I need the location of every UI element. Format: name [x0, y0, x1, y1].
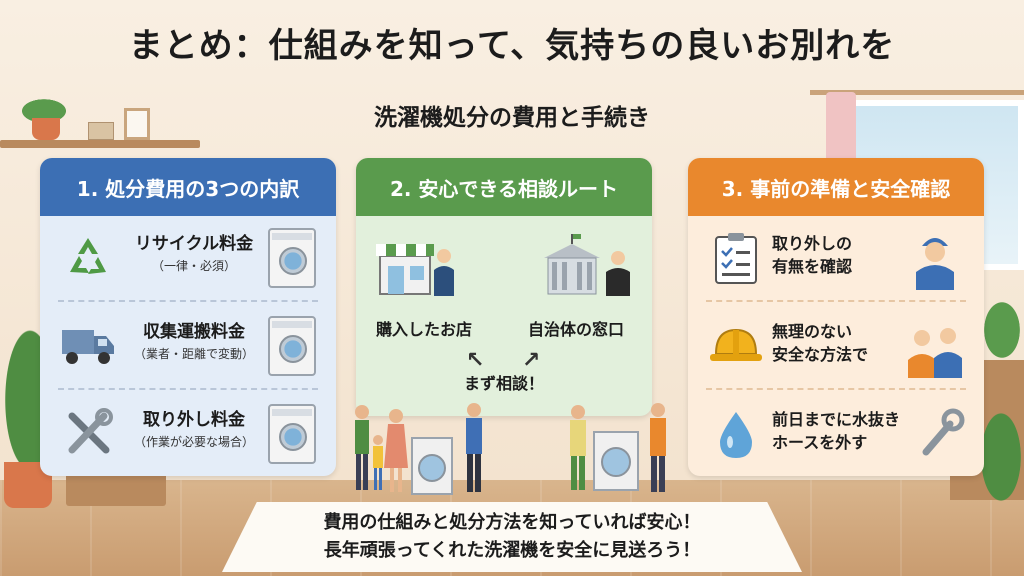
- wall-shelf: [0, 140, 200, 148]
- cost-row-recycle: リサイクル料金 （一律・必須）: [40, 216, 336, 300]
- cost-row-transport: 収集運搬料金 （業者・距離で変動）: [40, 304, 336, 388]
- city-office-label: 自治体の窓口: [528, 320, 625, 339]
- checklist-icon: [708, 230, 764, 286]
- prep-check-line2: 有無を確認: [772, 257, 853, 276]
- panel-consult-route: 2. 安心できる相談ルート: [356, 158, 652, 416]
- shelf-pot-icon: [32, 118, 60, 140]
- city-hall-icon: [540, 234, 630, 298]
- prep-drain-line1: 前日までに水抜き: [772, 410, 901, 429]
- prep-safety-line1: 無理のない: [772, 322, 853, 341]
- cost-recycle-title: リサイクル料金: [134, 234, 254, 254]
- truck-icon: [60, 318, 116, 374]
- divider: [58, 300, 318, 302]
- store-icon: [374, 234, 454, 298]
- tools-icon: [60, 406, 116, 462]
- cost-transport-note: （業者・距離で変動）: [133, 347, 254, 361]
- prep-safety-line2: 安全な方法で: [772, 345, 869, 364]
- page-subtitle: 洗濯機処分の費用と手続き: [374, 105, 650, 131]
- divider: [706, 300, 966, 302]
- washing-machine-icon: [268, 228, 316, 288]
- washing-machine-icon: [268, 316, 316, 376]
- arrow-up-right-icon: ↗: [522, 348, 541, 373]
- shelf-box-icon: [88, 122, 114, 140]
- divider: [58, 388, 318, 390]
- store-label: 購入したお店: [376, 320, 473, 339]
- plant-right-floor-icon: [978, 412, 1024, 502]
- helmet-icon: [708, 318, 764, 374]
- arrow-up-left-icon: ↖: [466, 348, 485, 373]
- worker-icon: [904, 228, 966, 290]
- wrench-icon: [916, 404, 966, 466]
- panel-cost-heading: 1. 処分費用の3つの内訳: [40, 158, 336, 216]
- movers-with-washer-illustration: [560, 398, 676, 498]
- consult-first-label: まず相談！: [463, 374, 544, 393]
- cost-removal-note: （作業が必要な場合）: [133, 435, 254, 449]
- panel-route-heading: 2. 安心できる相談ルート: [356, 158, 652, 216]
- family-with-washer-illustration: [346, 398, 496, 498]
- plant-right-icon: [980, 300, 1024, 360]
- cost-recycle-note: （一律・必須）: [151, 259, 236, 273]
- recycle-icon: [60, 230, 116, 286]
- summary-banner: 費用の仕組みと処分方法を知っていれば安心！ 長年頑張ってくれた洗濯機を安全に見送…: [222, 502, 802, 572]
- banner-line-2: 長年頑張ってくれた洗濯機を安全に見送ろう！: [323, 540, 701, 561]
- cost-removal-title: 取り外し料金: [143, 410, 245, 430]
- prep-row-check: 取り外しの 有無を確認: [688, 216, 984, 300]
- cost-row-removal: 取り外し料金 （作業が必要な場合）: [40, 392, 336, 476]
- water-drop-icon: [708, 406, 764, 462]
- washing-machine-icon: [268, 404, 316, 464]
- divider: [706, 388, 966, 390]
- prep-check-line1: 取り外しの: [772, 234, 853, 253]
- curtain-rod: [810, 90, 1024, 95]
- panel-prep-heading: 3. 事前の準備と安全確認: [688, 158, 984, 216]
- cost-transport-title: 収集運搬料金: [143, 322, 245, 342]
- panel-cost-breakdown: 1. 処分費用の3つの内訳 リサイクル料金 （一律・必須）: [40, 158, 336, 476]
- prep-drain-line2: ホースを外す: [772, 433, 868, 452]
- couple-icon: [904, 316, 966, 378]
- prep-row-safety: 無理のない 安全な方法で: [688, 304, 984, 388]
- picture-frame-icon: [124, 108, 150, 140]
- side-table: [66, 470, 166, 506]
- banner-line-1: 費用の仕組みと処分方法を知っていれば安心！: [323, 512, 701, 533]
- prep-row-drain: 前日までに水抜き ホースを外す: [688, 392, 984, 476]
- panel-preparation: 3. 事前の準備と安全確認 取り外しの 有無を確認: [688, 158, 984, 476]
- page-title: まとめ：仕組みを知って、気持ちの良いお別れを: [128, 26, 896, 66]
